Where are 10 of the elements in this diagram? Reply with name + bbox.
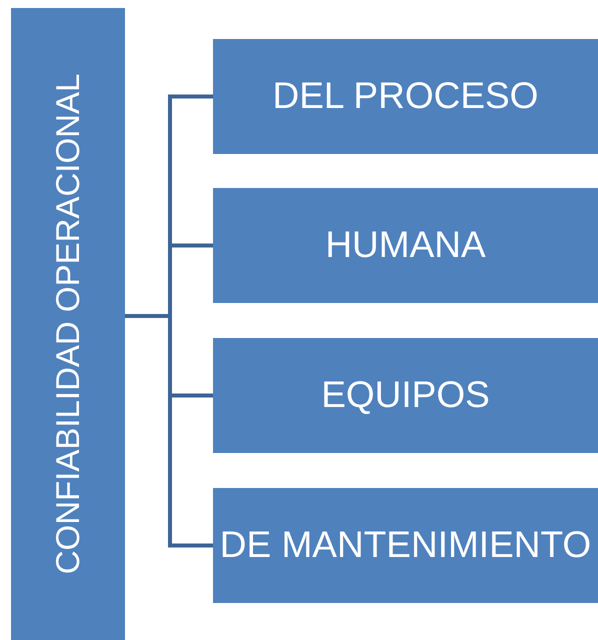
process-box — [213, 39, 598, 154]
process-box — [213, 338, 598, 453]
process-box — [213, 188, 598, 303]
box-label: HUMANA — [325, 223, 486, 268]
process-box — [11, 8, 125, 640]
box-label: EQUIPOS — [321, 373, 490, 418]
process-box — [213, 488, 598, 603]
box-label: DEL PROCESO — [272, 74, 538, 118]
box-label: CONFIABILIDAD OPERACIONAL — [49, 74, 87, 574]
box-label: DE MANTENIMIENTO — [220, 523, 592, 568]
